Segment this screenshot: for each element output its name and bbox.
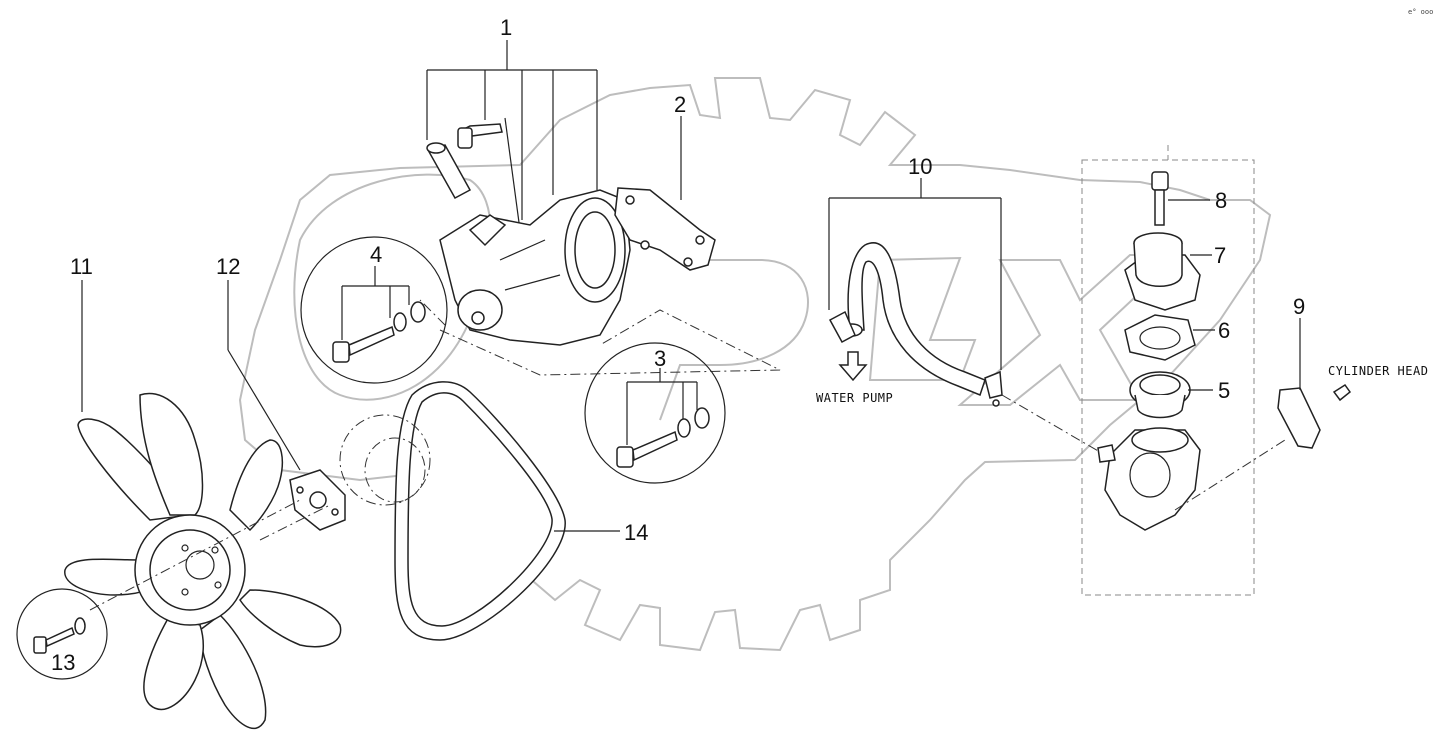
callout-1: 1 bbox=[500, 15, 512, 40]
callout-12: 12 bbox=[216, 254, 240, 279]
water-pump-caption: WATER PUMP bbox=[816, 391, 893, 405]
thermostat bbox=[1129, 371, 1213, 419]
callout-8: 8 bbox=[1215, 188, 1227, 213]
callout-4: 4 bbox=[370, 242, 382, 267]
pump-gasket bbox=[614, 116, 716, 271]
callout-13: 13 bbox=[51, 650, 75, 675]
water-pump-label: WATER PUMP bbox=[816, 391, 893, 405]
detail-circle-3 bbox=[584, 342, 726, 484]
callout-14: 14 bbox=[624, 520, 648, 545]
bypass-hose bbox=[828, 178, 1106, 456]
callout-5: 5 bbox=[1218, 378, 1230, 403]
callout-numbers: 1 2 3 4 5 6 7 8 9 10 11 12 13 14 bbox=[51, 15, 1305, 675]
callout-9: 9 bbox=[1293, 294, 1305, 319]
thermostat-cover bbox=[1124, 232, 1212, 311]
callout-6: 6 bbox=[1218, 318, 1230, 343]
callout-3: 3 bbox=[654, 346, 666, 371]
detail-circle-4 bbox=[300, 236, 448, 384]
v-belt bbox=[394, 381, 620, 641]
fan-spacer bbox=[227, 280, 431, 541]
pump-mount-outline bbox=[439, 309, 781, 376]
thermostat-housing bbox=[1097, 427, 1286, 531]
housing-gasket bbox=[1277, 318, 1352, 449]
cooling-fan bbox=[64, 280, 342, 730]
callout-11: 11 bbox=[70, 254, 93, 279]
cylinder-head-label: CYLINDER HEAD bbox=[1328, 364, 1428, 378]
thermostat-gasket bbox=[1124, 314, 1215, 361]
water-pump-assembly bbox=[426, 40, 631, 346]
corner-mark: e° ooo bbox=[1408, 8, 1433, 16]
callout-2: 2 bbox=[674, 92, 686, 117]
callout-10: 10 bbox=[908, 154, 932, 179]
callout-7: 7 bbox=[1214, 243, 1226, 268]
thermostat-bolt bbox=[1151, 171, 1210, 226]
detail-circle-13 bbox=[16, 588, 108, 680]
